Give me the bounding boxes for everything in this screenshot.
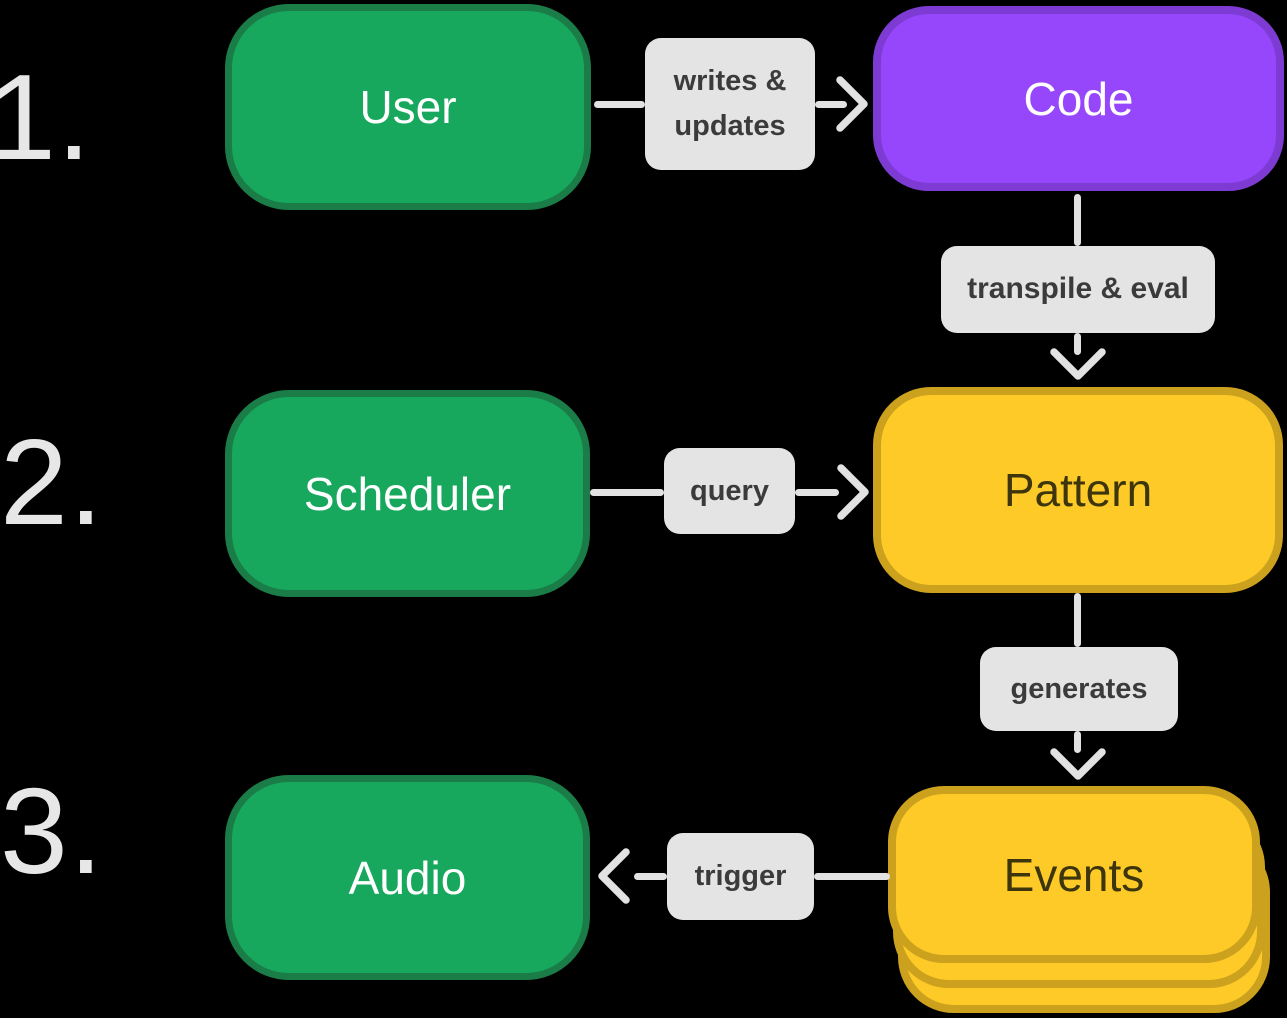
node-code: Code [873,6,1284,191]
edge-line-events-audio [814,873,890,880]
edge-label-query: query [664,448,795,534]
arrowhead-right-icon [836,76,868,132]
edge-line-user-code [594,101,645,108]
node-events-label: Events [1003,848,1145,901]
arrowhead-down-icon [1050,348,1106,380]
node-user: User [225,4,591,210]
step-number-2: 2. [0,414,104,550]
edge-label-generates: generates [980,647,1178,731]
edge-line-scheduler-pattern [590,489,664,496]
node-pattern: Pattern [873,387,1283,593]
node-scheduler: Scheduler [225,390,590,597]
edge-line-code-pattern [1074,333,1081,355]
node-scheduler-label: Scheduler [303,467,512,520]
arrowhead-right-icon [837,464,869,520]
step-number-3: 3. [0,763,104,899]
node-events: Events [888,786,1260,963]
arrowhead-down-icon [1050,748,1106,780]
step-number-1: 1. [0,49,92,185]
edge-line-scheduler-pattern [795,489,839,496]
edge-line-user-code [815,101,847,108]
edge-label-trigger: trigger [667,833,814,920]
node-code-label: Code [1023,72,1134,125]
node-audio-label: Audio [348,851,467,904]
node-pattern-label: Pattern [1003,464,1153,516]
edge-line-pattern-events [1074,731,1081,753]
edge-label-transpile-eval: transpile & eval [941,246,1215,333]
node-user-label: User [359,81,457,133]
node-audio: Audio [225,775,590,980]
edge-line-events-audio [634,873,667,880]
edge-line-pattern-events [1074,593,1081,647]
edge-line-code-pattern [1074,194,1081,246]
arrowhead-left-icon [598,848,630,904]
edge-label-writes-updates: writes & updates [645,38,815,170]
